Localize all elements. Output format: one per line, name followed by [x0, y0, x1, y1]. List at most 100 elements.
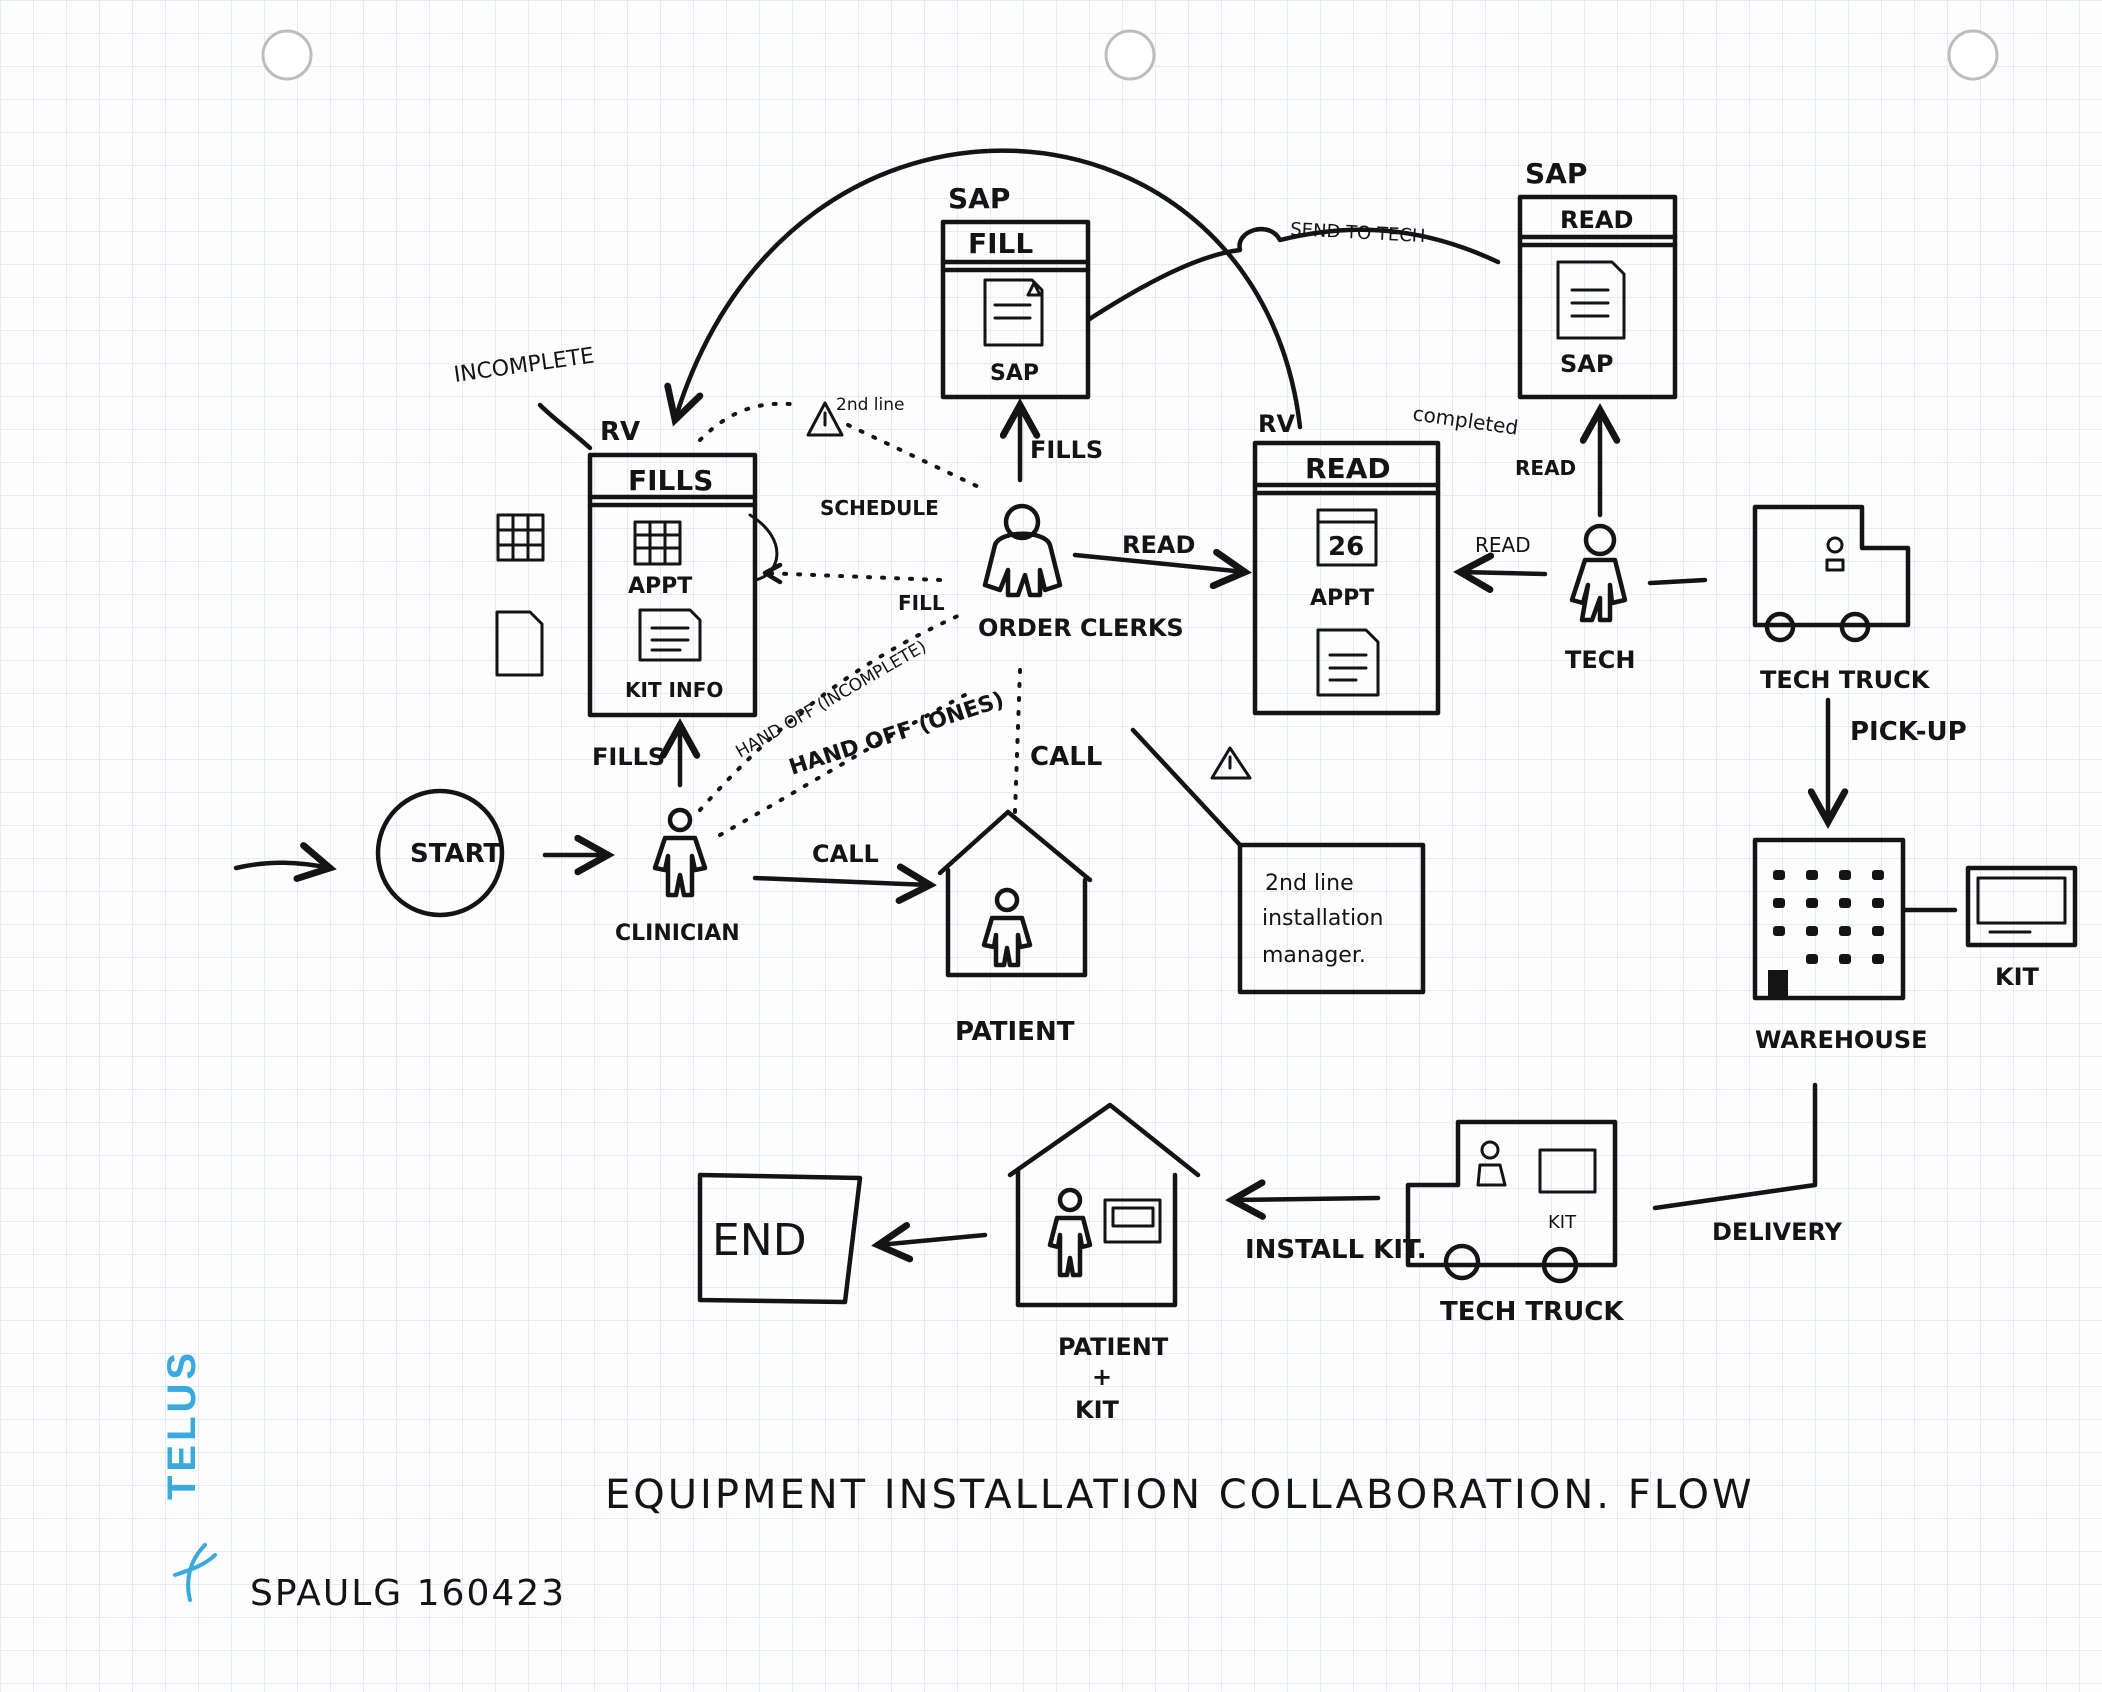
- rv-read-system-label: RV: [1258, 410, 1295, 438]
- warehouse-window: [1839, 926, 1851, 936]
- arc-to-rv-fills: [675, 148, 1303, 430]
- send-to-tech-line: [1085, 227, 1501, 323]
- rv-fills-header: FILLS: [628, 464, 713, 497]
- warehouse-window: [1839, 870, 1851, 880]
- document-icon: [638, 608, 702, 662]
- sap-read-header: READ: [1560, 206, 1633, 234]
- clinician-figure: [652, 807, 708, 898]
- rv-fills-screen: [587, 452, 758, 718]
- rv-read-header: READ: [1305, 452, 1391, 485]
- patient-kit-house-icon: [1007, 1102, 1201, 1308]
- schedule-label: SCHEDULE: [820, 496, 939, 520]
- author-signature: SPAULG 160423: [250, 1573, 566, 1614]
- rv-fills-item-appt: APPT: [628, 574, 692, 599]
- document-icon: [1316, 628, 1380, 697]
- sap-fill-system-label: SAP: [948, 182, 1010, 215]
- calendar-icon: [1316, 508, 1378, 567]
- rv-fills-system-label: RV: [600, 417, 640, 447]
- patient-to-end-arrow: [878, 1235, 988, 1245]
- warehouse-window: [1872, 926, 1884, 936]
- warehouse-window: [1773, 926, 1785, 936]
- end-label: END: [712, 1215, 807, 1266]
- clinician-label: CLINICIAN: [615, 921, 740, 946]
- note-box: [1237, 842, 1426, 995]
- order-clerk-figure: [982, 503, 1063, 598]
- hand-off-ones-dotted-line: [718, 693, 967, 837]
- rv-fills-item-kit-info: KIT INFO: [625, 678, 723, 702]
- warehouse-window: [1839, 898, 1851, 908]
- end-node: [697, 1172, 863, 1305]
- tech-truck-bottom-icon: [1405, 1119, 1618, 1284]
- patient-kit-label-1: PATIENT: [1058, 1333, 1169, 1361]
- binder-hole-middle: [1104, 29, 1156, 81]
- fills-up-label: FILLS: [1030, 436, 1103, 464]
- schedule-dotted-line: [846, 423, 987, 492]
- note-connector: [1130, 727, 1243, 848]
- document-icon: [983, 278, 1044, 347]
- fills-clinician-label: FILLS: [592, 743, 665, 771]
- order-clerk-label: ORDER CLERKS: [978, 614, 1184, 642]
- diagram-title: EQUIPMENT INSTALLATION COLLABORATION. FL…: [605, 1472, 1755, 1518]
- patient-label: PATIENT: [955, 1017, 1075, 1047]
- telus-logo: TELUS: [160, 1349, 217, 1602]
- sap-read-item: SAP: [1560, 350, 1613, 378]
- warehouse-window: [1806, 954, 1818, 964]
- second-line-label: 2nd line: [836, 395, 904, 415]
- pick-up-label: PICK-UP: [1850, 717, 1967, 747]
- warehouse-window: [1839, 954, 1851, 964]
- rv-read-calendar-date: 26: [1328, 532, 1364, 562]
- tech-truck-top-icon: [1752, 504, 1911, 643]
- warehouse-icon: [1752, 837, 1906, 1001]
- incomplete-pointer: [537, 402, 593, 451]
- sap-read-screen: [1517, 194, 1678, 400]
- start-label: START: [410, 839, 501, 869]
- send-to-tech-label: SEND TO TECH: [1290, 219, 1426, 247]
- truck-to-patient-arrow: [1232, 1198, 1381, 1200]
- sap-fill-item: SAP: [990, 361, 1039, 386]
- call-clerk-label: CALL: [1030, 742, 1102, 772]
- warning-icon: [806, 401, 844, 437]
- completed-label: completed: [1411, 401, 1519, 440]
- tech-to-rv-read-arrow: [1460, 572, 1548, 574]
- fill-label: FILL: [898, 591, 945, 615]
- rv-read-item-appt: APPT: [1310, 586, 1374, 611]
- binder-hole-right: [1947, 29, 1999, 81]
- sap-fill-header: FILL: [968, 227, 1033, 260]
- kit-laptop-icon: [1965, 865, 2078, 948]
- patient-kit-label-3: KIT: [1075, 1396, 1120, 1424]
- note-line-2: installation: [1262, 906, 1383, 931]
- kit-label: KIT: [1995, 963, 2040, 991]
- warning-icon: [1210, 746, 1252, 780]
- warehouse-label: WAREHOUSE: [1755, 1026, 1928, 1054]
- clinician-call-patient-arrow: [752, 878, 930, 885]
- telus-wordmark: TELUS: [160, 1349, 204, 1500]
- clerk-fill-dotted-line: [763, 571, 942, 582]
- note-line-3: manager.: [1262, 943, 1366, 968]
- rv-read-screen: [1252, 440, 1441, 716]
- binder-hole-left: [261, 29, 313, 81]
- warehouse-window: [1872, 898, 1884, 908]
- tech-truck-top-label: TECH TRUCK: [1760, 666, 1931, 694]
- tech-to-truck-connector: [1647, 577, 1708, 586]
- call-clinician-label: CALL: [812, 840, 879, 868]
- hand-off-incomplete-dotted-line: [698, 613, 962, 812]
- read-tech-label: READ: [1475, 533, 1531, 557]
- warehouse-window: [1806, 926, 1818, 936]
- clerk-to-rv-read-arrow: [1072, 555, 1245, 572]
- install-kit-label: INSTALL KIT.: [1245, 1235, 1427, 1265]
- sap-read-system-label: SAP: [1525, 157, 1587, 190]
- tech-label: TECH: [1565, 646, 1635, 674]
- delivery-label: DELIVERY: [1712, 1218, 1843, 1246]
- warehouse-window: [1773, 870, 1785, 880]
- document-icon: [1556, 260, 1626, 340]
- sap-fill-screen: [940, 219, 1091, 400]
- tech-truck-bottom-label: TECH TRUCK: [1440, 1297, 1624, 1327]
- warehouse-window: [1806, 870, 1818, 880]
- second-line-dotted-line: [698, 401, 802, 442]
- entry-arrow: [233, 863, 330, 868]
- note-line-1: 2nd line: [1265, 871, 1354, 896]
- warehouse-window: [1773, 898, 1785, 908]
- patient-kit-label-2: +: [1092, 1363, 1112, 1391]
- warehouse-window: [1806, 898, 1818, 908]
- dotted-arrowhead: [762, 562, 783, 585]
